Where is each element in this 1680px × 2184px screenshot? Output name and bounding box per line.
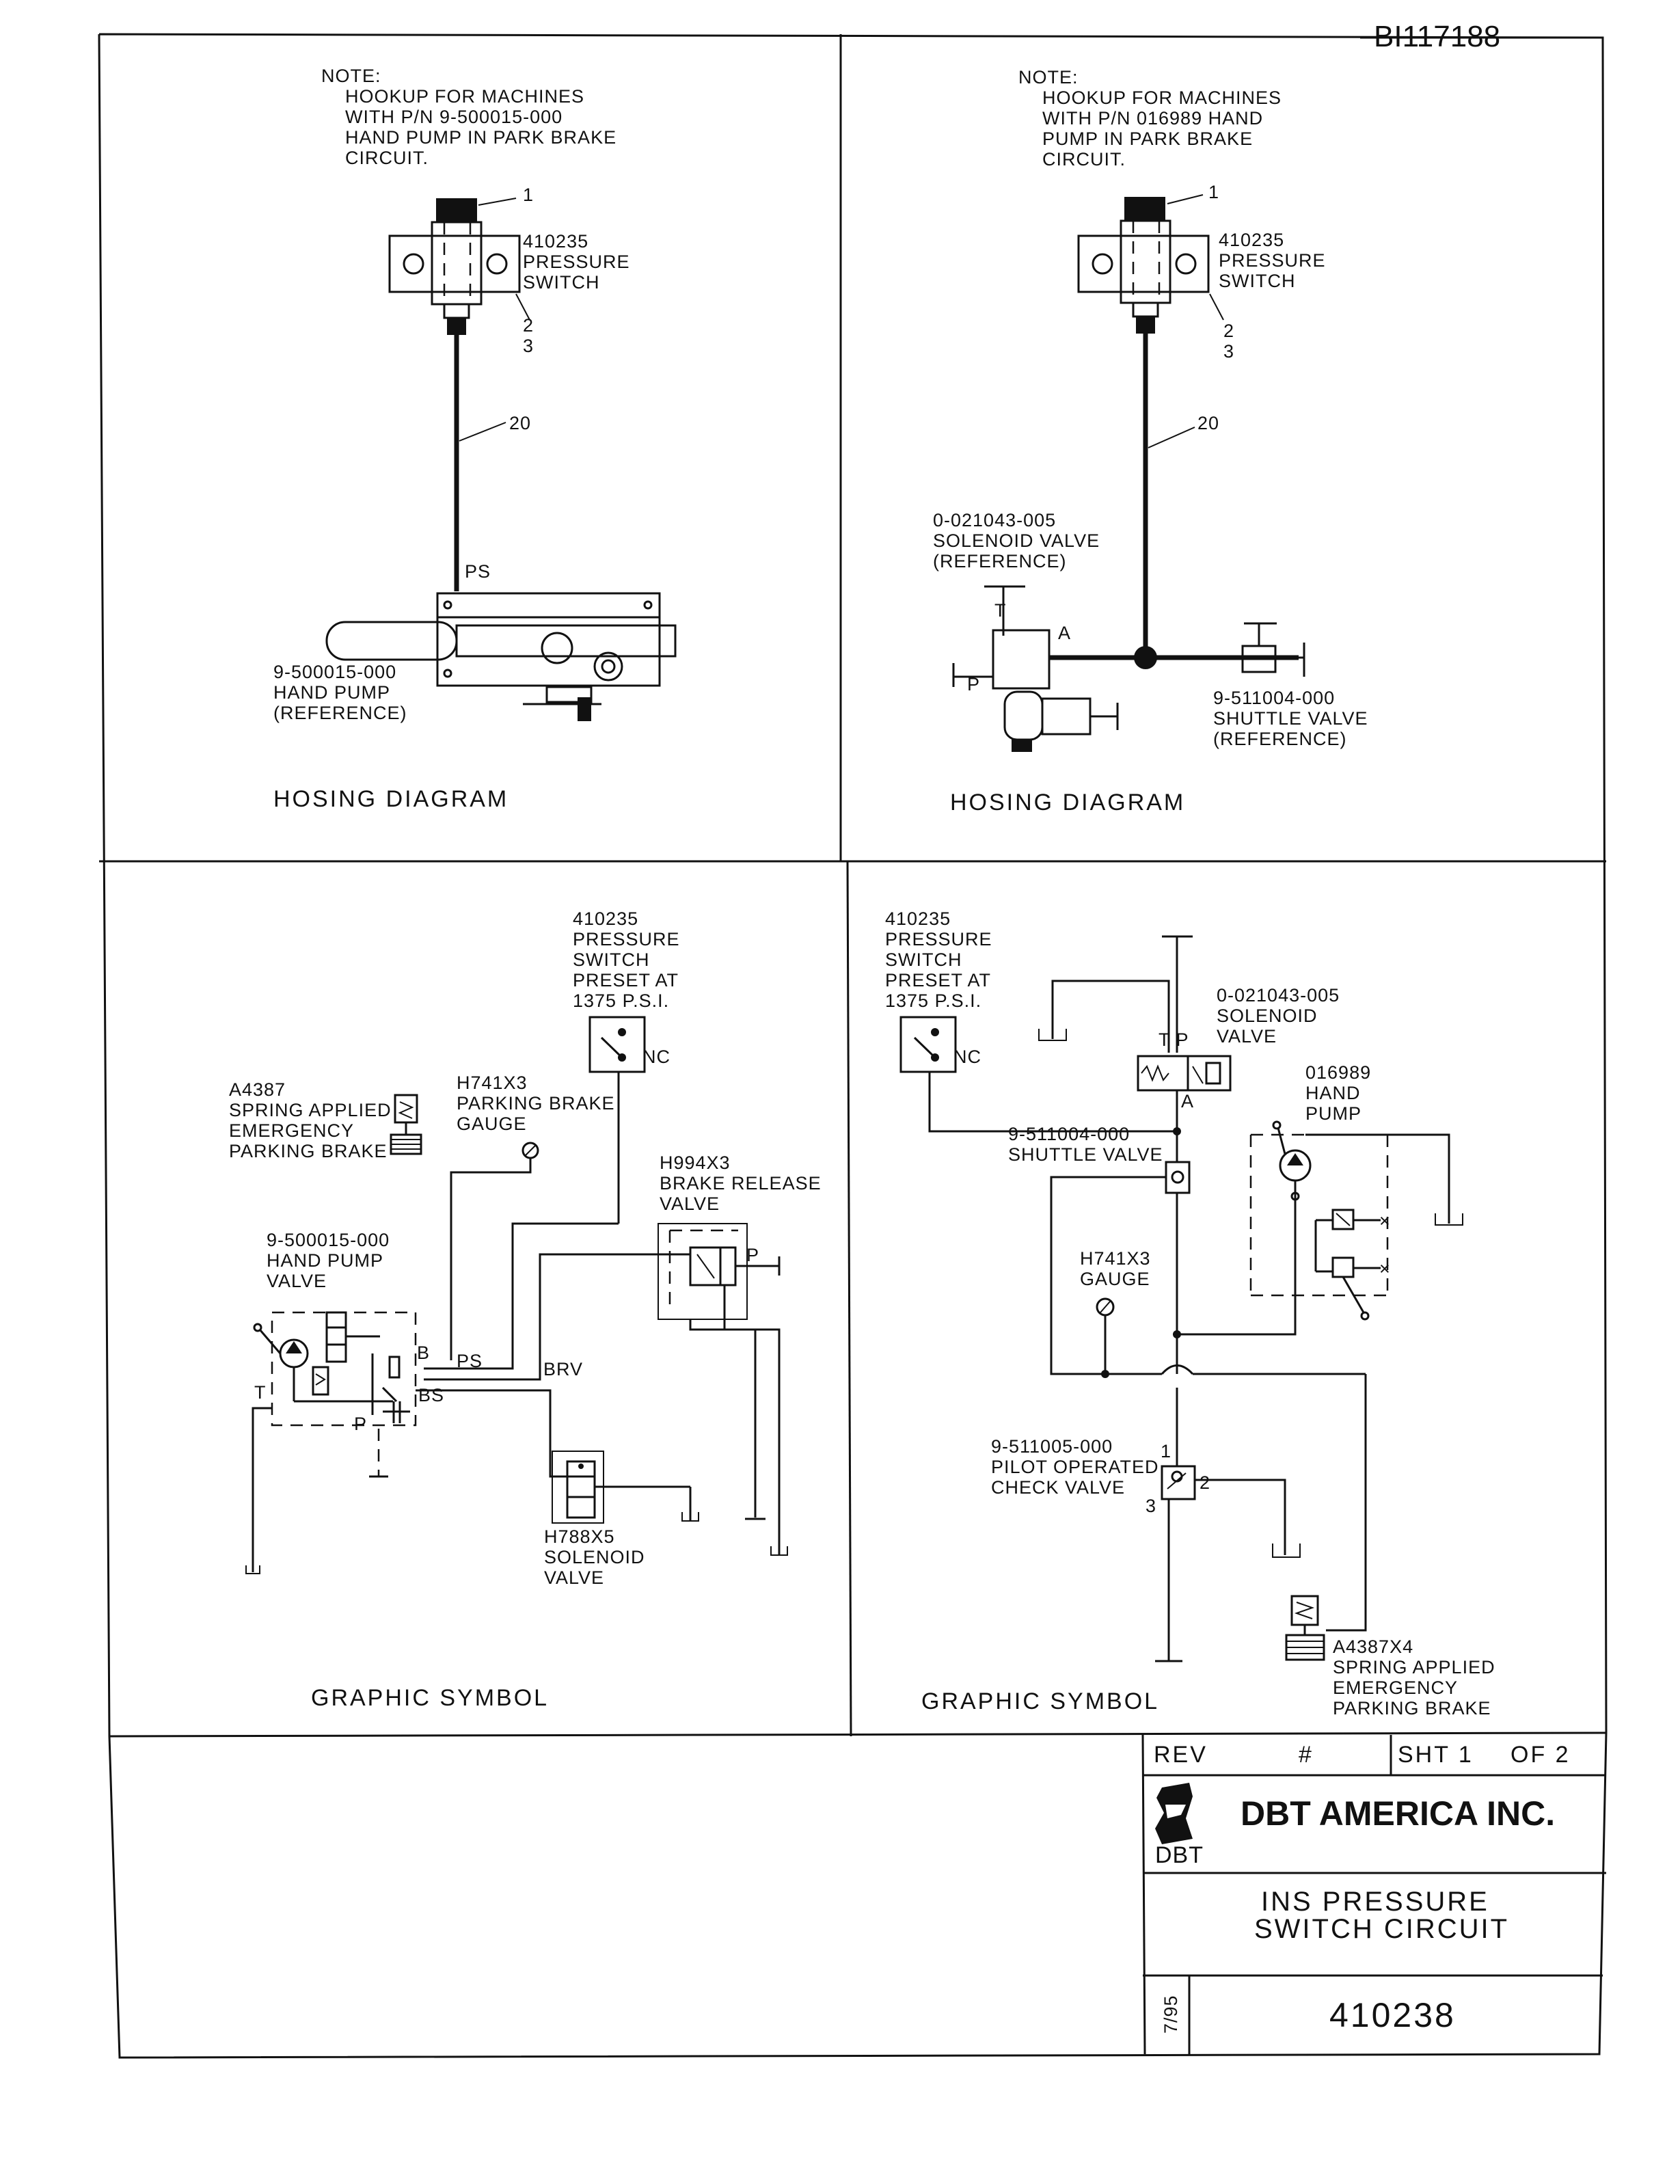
port-ps: PS (457, 1351, 483, 1371)
port-b: B (417, 1343, 430, 1363)
parking-brake-symbol (390, 1094, 422, 1155)
title-graphic-right: GRAPHIC SYMBOL (921, 1688, 1159, 1714)
port-t: T (254, 1382, 267, 1403)
graphic-symbol-left: 410235 PRESSURE SWITCH PRESET AT 1375 P.… (229, 908, 827, 1711)
check-valve-symbol (1161, 1465, 1196, 1500)
title-block: REV # SHT 1 OF 2 DBT DBT AMERICA INC. IN… (1141, 1734, 1606, 2055)
note-right: NOTE: HOOKUP FOR MACHINES WITH P/N 01698… (1018, 67, 1288, 170)
logo-text: DBT (1155, 1842, 1204, 1868)
graphic-symbol-right: 410235 PRESSURE SWITCH PRESET AT 1375 P.… (885, 908, 1501, 1718)
callout-20: 20 (509, 413, 531, 433)
drawing-frame (98, 33, 1608, 2059)
company-name: DBT AMERICA INC. (1241, 1794, 1555, 1833)
brake-label-bl: A4387 SPRING APPLIED EMERGENCY PARKING B… (229, 1079, 397, 1161)
hosing-diagram-left: NOTE: HOOKUP FOR MACHINES WITH P/N 9-500… (273, 66, 677, 812)
port-ps: PS (465, 561, 491, 582)
drawing-number: 410238 (1329, 1996, 1456, 2034)
port-brv: BRV (543, 1359, 583, 1379)
switch-label-right: 410235 PRESSURE SWITCH (1219, 230, 1331, 291)
solenoid-valve-icon (952, 585, 1119, 752)
check-label-br: 9-511005-000 PILOT OPERATED CHECK VALVE (991, 1436, 1165, 1498)
tp-label: T P (1159, 1029, 1189, 1050)
drawing-title: INS PRESSURE SWITCH CIRCUIT (1254, 1887, 1509, 1944)
nc-label: NC (953, 1047, 981, 1067)
shuttle-label-br: 9-511004-000 SHUTTLE VALVE (1008, 1124, 1163, 1165)
rev-value: # (1299, 1742, 1314, 1768)
port-p-release: P (746, 1245, 759, 1265)
gauge-icon (521, 1142, 539, 1159)
hand-pump-symbol: × × (1249, 1120, 1463, 1321)
port-t: T (994, 600, 1007, 621)
hand-pump-valve-symbol (253, 1311, 417, 1427)
callout-3: 3 (1223, 341, 1234, 362)
hosing-diagram-right: NOTE: HOOKUP FOR MACHINES WITH P/N 01698… (933, 67, 1374, 815)
callout-3: 3 (523, 336, 534, 356)
sheet-of: OF 2 (1510, 1742, 1571, 1768)
date: 7/95 (1161, 1995, 1181, 2034)
solenoid-label-br: 0-021043-005 SOLENOID VALVE (1217, 985, 1346, 1047)
gauge-label-br: H741X3 GAUGE (1080, 1248, 1156, 1289)
gauge-icon (1096, 1297, 1115, 1317)
rev-label: REV (1154, 1742, 1208, 1768)
pressure-switch-symbol (899, 1016, 1176, 1133)
solenoid-valve-symbol (1137, 1055, 1232, 1092)
shuttle-label-tr: 9-511004-000 SHUTTLE VALVE (REFERENCE) (1213, 688, 1374, 749)
shuttle-valve-icon (1241, 622, 1305, 677)
callout-2: 2 (1223, 321, 1234, 341)
brake-label-br: A4387X4 SPRING APPLIED EMERGENCY PARKING… (1333, 1636, 1501, 1718)
port-p: P (354, 1414, 367, 1434)
a-label: A (1181, 1091, 1194, 1111)
svg-text:×: × (1379, 1258, 1391, 1279)
hand-pump-label-br: 016989 HAND PUMP (1305, 1062, 1377, 1124)
pump-label-left: 9-500015-000 HAND PUMP (REFERENCE) (273, 662, 407, 723)
callout-2: 2 (523, 315, 534, 336)
sheet-label: SHT 1 (1398, 1742, 1474, 1768)
pressure-switch-icon (388, 198, 521, 335)
shuttle-valve-symbol (1165, 1161, 1191, 1194)
brake-release-valve-symbol (658, 1223, 781, 1320)
switch-label-left: 410235 PRESSURE SWITCH (523, 231, 636, 293)
solenoid-label-tr: 0-021043-005 SOLENOID VALVE (REFERENCE) (933, 510, 1106, 571)
switch-label-bl: 410235 PRESSURE SWITCH PRESET AT 1375 P.… (573, 908, 686, 1011)
port-2: 2 (1200, 1472, 1210, 1493)
pressure-switch-symbol (588, 1016, 646, 1224)
switch-label-br: 410235 PRESSURE SWITCH PRESET AT 1375 P.… (885, 908, 998, 1011)
port-p: P (967, 674, 980, 695)
gauge-label-bl: H741X3 PARKING BRAKE GAUGE (457, 1073, 621, 1134)
pressure-switch-icon (1077, 197, 1210, 334)
hand-pump-icon (325, 592, 677, 721)
svg-text:×: × (1379, 1211, 1391, 1231)
callout-1: 1 (523, 185, 534, 205)
port-3: 3 (1146, 1496, 1156, 1516)
port-a: A (1058, 623, 1071, 643)
solenoid-valve-symbol (552, 1451, 699, 1524)
title-graphic-left: GRAPHIC SYMBOL (311, 1685, 549, 1711)
port-1: 1 (1161, 1441, 1171, 1461)
callout-1: 1 (1208, 182, 1219, 202)
parking-brake-symbol (1285, 1595, 1325, 1661)
port-bs: BS (418, 1385, 444, 1405)
note-left: NOTE: HOOKUP FOR MACHINES WITH P/N 9-500… (321, 66, 623, 168)
dbt-logo (1155, 1783, 1193, 1844)
title-hosing-left: HOSING DIAGRAM (273, 786, 509, 812)
title-hosing-right: HOSING DIAGRAM (950, 790, 1185, 815)
callout-20: 20 (1197, 413, 1219, 433)
pump-label-bl: 9-500015-000 HAND PUMP VALVE (267, 1230, 396, 1291)
release-label-bl: H994X3 BRAKE RELEASE VALVE (660, 1152, 827, 1214)
nc-label: NC (642, 1047, 670, 1067)
solenoid-label-bl: H788X5 SOLENOID VALVE (544, 1526, 651, 1588)
